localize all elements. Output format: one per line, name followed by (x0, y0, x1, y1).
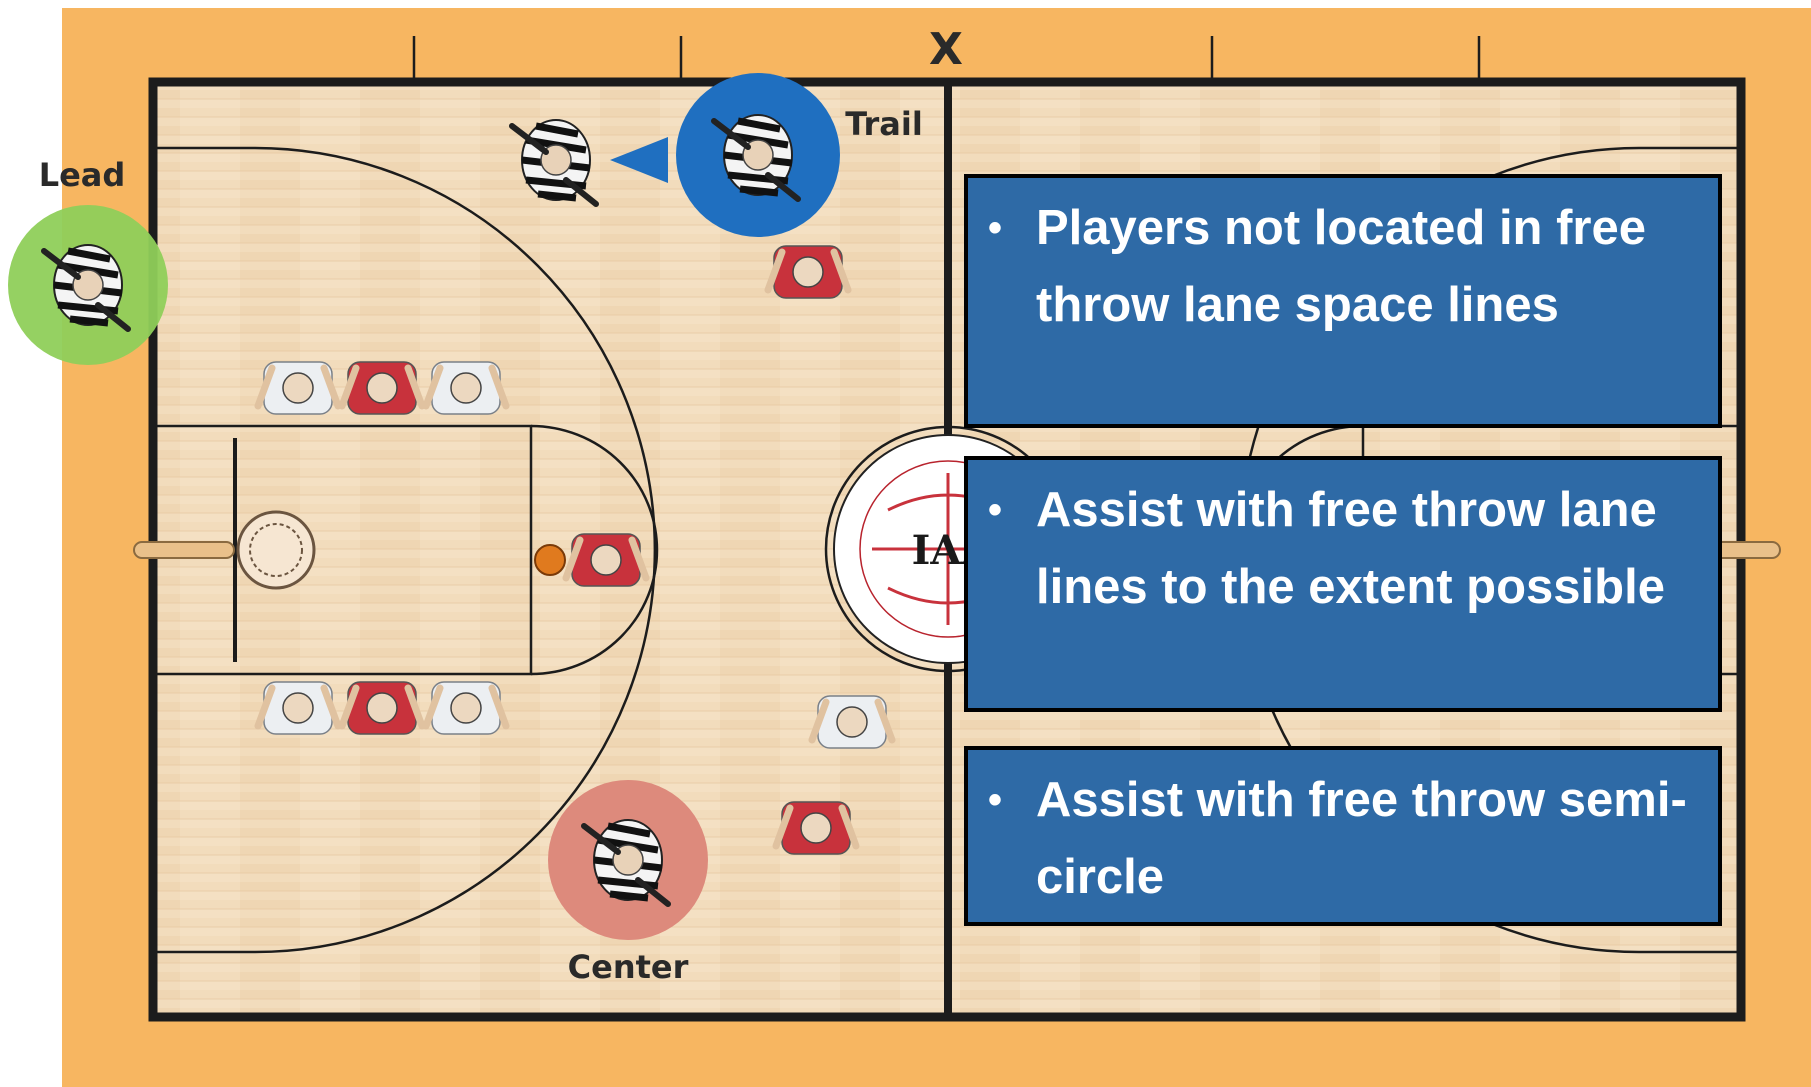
callout-text: Players not located in free throw lane s… (1036, 201, 1646, 332)
player-icon (342, 682, 422, 734)
callout-text: Assist with free throw semi-circle (1036, 773, 1687, 904)
player-icon (768, 246, 848, 298)
throw-in-spot-marker: X (929, 24, 963, 75)
player-icon (342, 362, 422, 414)
lead-label: Lead (39, 156, 126, 194)
bullet-icon: • (988, 472, 1002, 549)
player-icon (812, 696, 892, 748)
callout-lane-lines: • Assist with free throw lane lines to t… (964, 456, 1722, 712)
basketball-icon (535, 545, 565, 575)
bullet-icon: • (988, 762, 1002, 839)
trail-label: Trail (845, 105, 923, 143)
player-icon (258, 362, 338, 414)
callout-players-lane-spaces: • Players not located in free throw lane… (964, 174, 1722, 428)
player-icon (426, 682, 506, 734)
callout-text: Assist with free throw lane lines to the… (1036, 483, 1665, 614)
callout-semi-circle: • Assist with free throw semi-circle (964, 746, 1722, 926)
player-icon (426, 362, 506, 414)
player-icon (776, 802, 856, 854)
shooter-player-icon (566, 534, 646, 586)
player-icon (258, 682, 338, 734)
center-label: Center (568, 948, 689, 986)
bullet-icon: • (988, 190, 1002, 267)
